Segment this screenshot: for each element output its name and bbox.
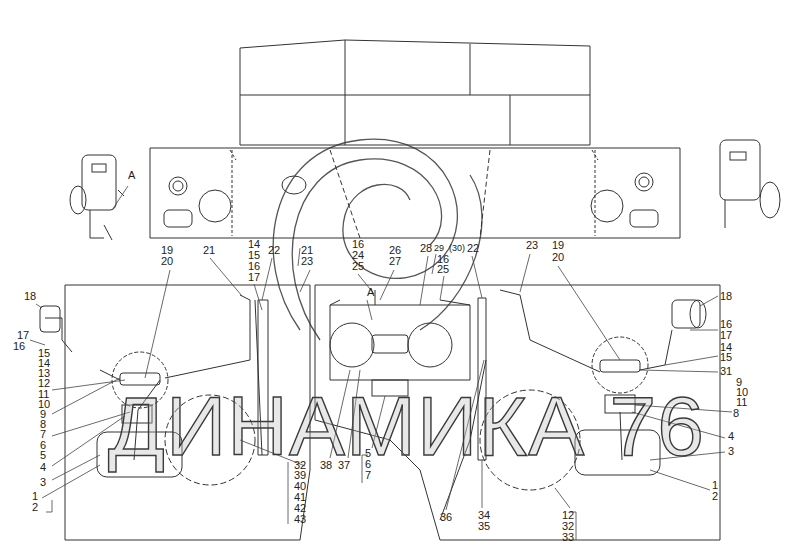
callout-number: 18 [720, 291, 732, 302]
emblem [273, 139, 482, 340]
callout-number: 22 [467, 243, 479, 254]
callout-number: 7 [40, 429, 46, 440]
callout-number: 23 [301, 256, 313, 267]
callout-number: 32 [562, 521, 574, 532]
callout-number: 18 [24, 291, 36, 302]
callout-number: 43 [294, 514, 306, 525]
callout-number: 23 [526, 240, 538, 251]
callout-number: 36 [440, 512, 452, 523]
callout-number: 4 [728, 431, 734, 442]
watermark: ДИНАМИКА 76 [108, 384, 705, 468]
callout-number: 7 [365, 470, 371, 481]
callout-number: 25 [352, 261, 364, 272]
callout-number: 15 [720, 352, 732, 363]
callout-number: 19 [552, 240, 564, 251]
callout-number: 28 [420, 243, 432, 254]
callout-number: 8 [733, 408, 739, 419]
callout-number: 21 [203, 245, 215, 256]
callout-number: 27 [389, 256, 401, 267]
callout-number: 31 [720, 366, 732, 377]
callout-number: 21 [301, 245, 313, 256]
callout-number: 17 [720, 330, 732, 341]
callout-number: 19 [161, 245, 173, 256]
callout-number: 16 [248, 261, 260, 272]
callout-number: 12 [38, 378, 50, 389]
callout-number: (30) [449, 244, 465, 253]
callout-number: 2 [712, 491, 718, 502]
callout-number: 1 [712, 480, 718, 491]
callout-number: 14 [248, 239, 260, 250]
leader-line [30, 186, 732, 540]
callout-number: 17 [17, 330, 29, 341]
callout-number: 40 [294, 481, 306, 492]
callout-number: 1 [32, 491, 38, 502]
callout-number: 35 [478, 521, 490, 532]
callout-number: A [367, 287, 374, 298]
callout-number: 20 [161, 256, 173, 267]
front-panel-view [150, 148, 680, 238]
callout-number: 41 [294, 492, 306, 503]
callout-number: 22 [268, 245, 280, 256]
callout-number: 25 [437, 264, 449, 275]
callout-number: 3 [40, 477, 46, 488]
callout-number: 15 [248, 250, 260, 261]
callout-number: 33 [562, 532, 574, 543]
callout-number: 5 [40, 450, 46, 461]
callout-number: 4 [40, 462, 46, 473]
callout-number: 26 [389, 245, 401, 256]
callout-number: 24 [352, 250, 364, 261]
callout-number: 16 [720, 319, 732, 330]
callout-number: 12 [562, 510, 574, 521]
callout-number: 42 [294, 503, 306, 514]
callout-number: A [128, 170, 135, 181]
callout-number: 16 [13, 341, 25, 352]
callout-number: 16 [352, 239, 364, 250]
callout-number: 11 [736, 397, 747, 408]
cab-outline [240, 40, 590, 145]
callout-number: 34 [478, 510, 490, 521]
callout-number: 39 [294, 470, 306, 481]
lower-panel [65, 285, 720, 540]
callout-number: 20 [552, 252, 564, 263]
callout-number: 17 [248, 272, 260, 283]
callout-number: 2 [32, 502, 38, 513]
callout-number: 29 [434, 244, 444, 253]
callout-number: 3 [728, 446, 734, 457]
side-view [70, 140, 780, 240]
